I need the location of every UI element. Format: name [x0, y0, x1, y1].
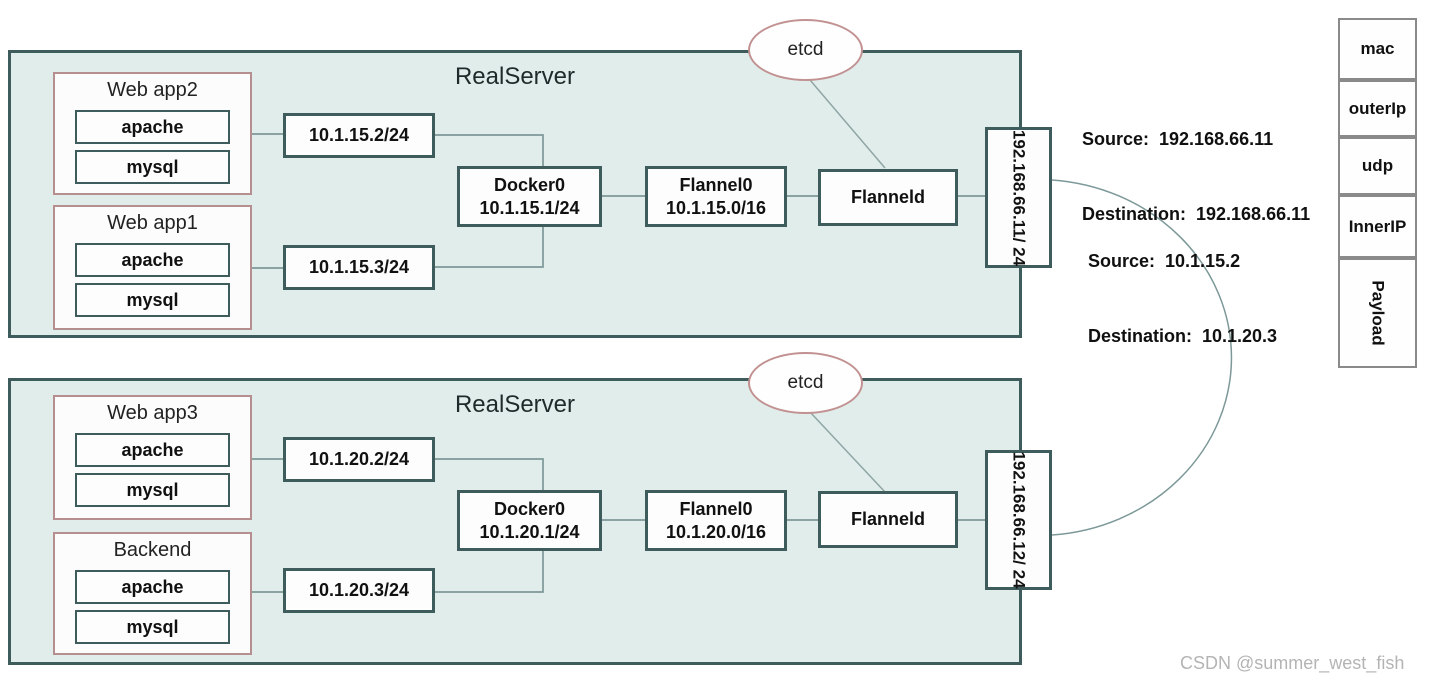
pod-ip-box: 10.1.20.2/24	[283, 437, 435, 482]
pod-group-webapp1: Web app1 apache mysql	[53, 205, 252, 330]
service-apache: apache	[75, 570, 230, 604]
pod-ip-box: 10.1.20.3/24	[283, 568, 435, 613]
elbow-connectors	[252, 133, 985, 593]
tunnel-arc	[1051, 179, 1233, 536]
packet-layer-label: udp	[1361, 156, 1394, 175]
service-apache: apache	[75, 243, 230, 277]
pod-group-label: Web app1	[107, 212, 198, 234]
flannel0-ip: 10.1.15.0/16	[665, 197, 767, 218]
inner-destination: Destination: 10.1.20.3	[1088, 326, 1278, 346]
flanneld-daemon-box: Flanneld	[818, 491, 958, 548]
packet-layer-outerip: outerIp	[1338, 80, 1417, 137]
docker0-bridge-box: Docker0 10.1.15.1/24	[457, 166, 602, 227]
host-ip-box: 192.168.66.12/ 24	[985, 450, 1052, 590]
pod-group-webapp2: Web app2 apache mysql	[53, 72, 252, 195]
etcd-node: etcd	[748, 19, 863, 81]
pod-ip-box: 10.1.15.3/24	[283, 245, 435, 290]
flannel0-interface-box: Flannel0 10.1.15.0/16	[645, 166, 787, 227]
outer-destination: Destination: 192.168.66.11	[1082, 204, 1311, 224]
flanneld-label: Flanneld	[850, 509, 925, 529]
packet-layer-label: mac	[1360, 39, 1395, 58]
packet-layer-udp: udp	[1338, 137, 1417, 195]
flanneld-label: Flanneld	[850, 187, 925, 207]
flannel0-name: Flannel0	[679, 498, 753, 519]
pod-ip-label: 10.1.15.2/24	[308, 125, 410, 145]
etcd-label: etcd	[787, 372, 824, 393]
pod-ip-label: 10.1.20.3/24	[308, 580, 410, 600]
realserver-2-title: RealServer	[454, 391, 576, 418]
service-mysql: mysql	[75, 610, 230, 644]
inner-source: Source: 10.1.15.2	[1088, 251, 1241, 271]
docker0-name: Docker0	[493, 498, 566, 519]
packet-layer-innerip: InnerIP	[1338, 195, 1417, 258]
packet-layer-label: Payload	[1368, 280, 1388, 346]
pod-ip-label: 10.1.20.2/24	[308, 449, 410, 469]
flannel0-name: Flannel0	[679, 174, 753, 195]
service-mysql: mysql	[75, 283, 230, 317]
flanneld-daemon-box: Flanneld	[818, 169, 958, 226]
etcd-node: etcd	[748, 352, 863, 414]
packet-layer-payload: Payload	[1338, 258, 1417, 368]
pod-group-label: Web app3	[107, 402, 198, 424]
outer-source: Source: 192.168.66.11	[1082, 129, 1274, 149]
host-ip-label: 192.168.66.11/ 24	[1009, 129, 1028, 266]
outer-packet-annotation: Source: 192.168.66.11 Destination: 192.1…	[1082, 77, 1310, 277]
service-apache: apache	[75, 110, 230, 144]
docker0-ip: 10.1.20.1/24	[479, 521, 580, 542]
flannel0-interface-box: Flannel0 10.1.20.0/16	[645, 490, 787, 551]
service-apache: apache	[75, 433, 230, 467]
pod-group-label: Backend	[113, 539, 192, 561]
pod-ip-box: 10.1.15.2/24	[283, 113, 435, 158]
inner-packet-annotation: Source: 10.1.15.2 Destination: 10.1.20.3	[1088, 199, 1277, 399]
service-mysql: mysql	[75, 473, 230, 507]
docker0-ip: 10.1.15.1/24	[479, 197, 580, 218]
realserver-1-title: RealServer	[454, 63, 576, 90]
docker0-name: Docker0	[493, 174, 566, 195]
packet-layer-label: InnerIP	[1348, 216, 1407, 236]
pod-group-backend: Backend apache mysql	[53, 532, 252, 655]
pod-group-webapp3: Web app3 apache mysql	[53, 395, 252, 520]
service-mysql: mysql	[75, 150, 230, 184]
pod-group-label: Web app2	[107, 79, 198, 101]
pod-ip-label: 10.1.15.3/24	[308, 257, 410, 277]
host-ip-box: 192.168.66.11/ 24	[985, 127, 1052, 268]
etcd-label: etcd	[787, 39, 824, 60]
host-ip-label: 192.168.66.12/ 24	[1009, 451, 1028, 589]
packet-layer-label: outerIp	[1348, 98, 1407, 118]
packet-layer-mac: mac	[1338, 18, 1417, 80]
csdn-watermark: CSDN @summer_west_fish	[1180, 653, 1405, 673]
flannel0-ip: 10.1.20.0/16	[665, 521, 767, 542]
etcd-links	[809, 79, 886, 493]
docker0-bridge-box: Docker0 10.1.20.1/24	[457, 490, 602, 551]
